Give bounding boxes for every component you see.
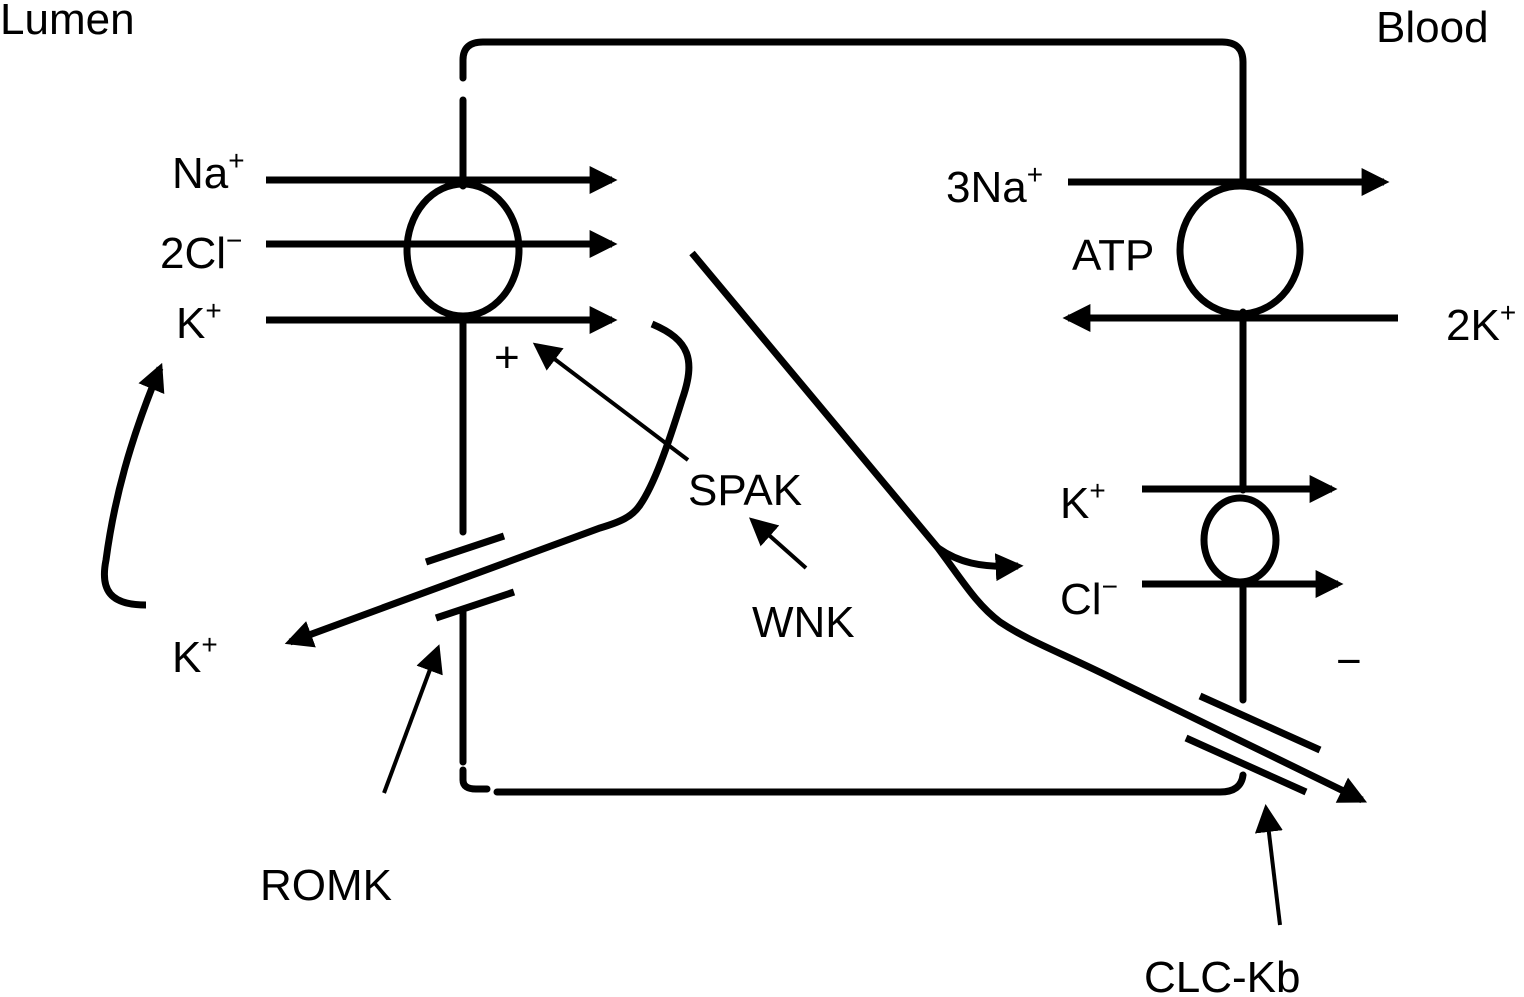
romk-k-label: K+ <box>172 629 218 682</box>
chloride-branch-arrow <box>935 545 1024 582</box>
kcl-arrows <box>1142 475 1344 598</box>
cl-ion-base: 2Cl <box>160 229 226 278</box>
cell-membrane <box>459 38 1247 796</box>
pump-arrows <box>1062 168 1398 332</box>
blood-label: Blood <box>1376 3 1489 52</box>
pump-k-label: 2K+ <box>1446 297 1516 350</box>
lumen-label: Lumen <box>0 0 135 44</box>
pump-na-base: 3Na <box>946 163 1027 212</box>
pump-na-label: 3Na+ <box>946 159 1043 212</box>
romk-label: ROMK <box>260 861 392 910</box>
nkcc2-transporter <box>403 180 523 320</box>
cotransport-arrows <box>266 166 618 334</box>
romk-channel <box>424 532 516 622</box>
kcl-k-base: K <box>1060 479 1089 528</box>
wnk-to-spak-arrow <box>749 517 808 570</box>
romk-k-charge: + <box>201 629 217 660</box>
membrane-potential-sign: − <box>1336 637 1362 686</box>
na-ion-charge: + <box>228 145 244 176</box>
cell-bottom-left-corner <box>459 766 491 793</box>
k-ion-base: K <box>176 299 205 348</box>
k-recycle-return-arrow <box>100 362 165 609</box>
kcl-cotransporter <box>1200 494 1280 586</box>
wnk-label: WNK <box>752 598 855 647</box>
kcl-k-charge: + <box>1089 475 1105 506</box>
pump-na-charge: + <box>1027 159 1043 190</box>
spak-label: SPAK <box>688 466 802 515</box>
romk-k-base: K <box>172 633 201 682</box>
cell-top-edge <box>459 38 1247 186</box>
atp-label: ATP <box>1072 231 1154 280</box>
cell-bottom-edge <box>493 771 1247 796</box>
kcl-cl-charge: − <box>1102 571 1118 602</box>
cl-ion-charge: − <box>226 225 242 256</box>
pump-k-charge: + <box>1500 297 1516 328</box>
kcl-k-label: K+ <box>1060 475 1106 528</box>
cl-ion-label: 2Cl− <box>160 225 242 278</box>
kcl-cl-label: Cl− <box>1060 571 1118 624</box>
spak-activation-arrow <box>532 342 690 462</box>
romk-channel-bar-top <box>424 532 506 566</box>
clckb-pointer-arrow <box>1254 804 1283 926</box>
regulation-arrows <box>382 342 1283 926</box>
clckb-channel-bar-top <box>1198 692 1322 754</box>
na-ion-label: Na+ <box>172 145 245 198</box>
chloride-efflux-path <box>689 250 1368 804</box>
clckb-channel <box>1184 692 1322 796</box>
romk-pointer-arrow <box>382 644 443 794</box>
pump-k-base: 2K <box>1446 301 1500 350</box>
romk-channel-bar-bottom <box>434 588 516 622</box>
na-ion-base: Na <box>172 149 229 198</box>
k-ion-charge: + <box>205 295 221 326</box>
kcl-cl-base: Cl <box>1060 575 1102 624</box>
stimulation-sign: + <box>494 333 520 382</box>
clckb-channel-bar-bottom <box>1184 734 1308 796</box>
k-recycling-path <box>284 320 693 648</box>
clckb-label: CLC-Kb <box>1144 953 1301 997</box>
k-ion-label: K+ <box>176 295 222 348</box>
na-k-atpase-pump <box>1176 182 1304 318</box>
